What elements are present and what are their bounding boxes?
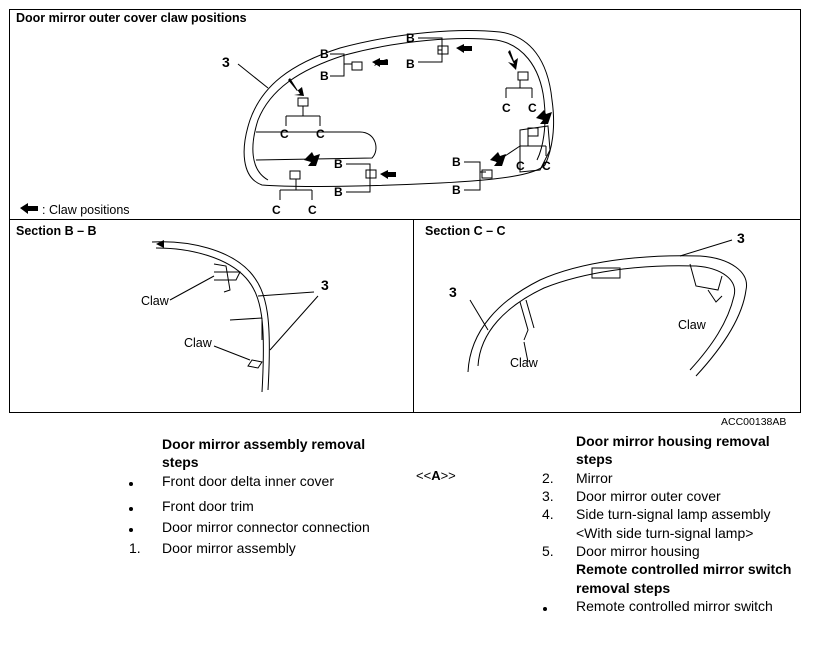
- left-heading-line1: Door mirror assembly removal: [162, 436, 366, 452]
- cover-cutout: [255, 131, 377, 161]
- label-c-1: C: [280, 127, 289, 141]
- claw-arrow-icon: [20, 203, 38, 214]
- figure-frame: [9, 9, 801, 413]
- label-c-3: C: [502, 101, 511, 115]
- center-mark-letter: A: [431, 468, 441, 483]
- right-number-4: 4.: [542, 506, 554, 522]
- right-item-4-note: <With side turn-signal lamp>: [576, 525, 754, 541]
- right-number-5: 5.: [542, 543, 554, 559]
- section-bb-title: Section B – B: [16, 224, 97, 238]
- right-bullet-1: [543, 607, 547, 611]
- section-cc-callout-right: 3: [737, 230, 745, 246]
- section-bb-claw-2: Claw: [184, 336, 212, 350]
- center-mark-prefix: <<: [416, 468, 432, 483]
- label-b-8: B: [452, 183, 461, 197]
- label-b-3: B: [406, 31, 415, 45]
- label-b-1: B: [320, 47, 329, 61]
- left-item-1: Front door delta inner cover: [162, 473, 334, 489]
- section-cc-callout-left: 3: [449, 284, 457, 300]
- left-item-2: Front door trim: [162, 498, 254, 514]
- section-cc-drawing: [467, 239, 747, 377]
- legend-text: : Claw positions: [42, 203, 130, 217]
- figure-divider-h: [9, 219, 801, 220]
- section-cc-claw-right: Claw: [678, 318, 706, 332]
- center-mark-suffix: >>: [440, 468, 456, 483]
- section-bb-drawing: [151, 241, 319, 393]
- left-bullet-1: [129, 482, 133, 486]
- label-c-6: C: [542, 159, 551, 173]
- section-cc-claw-left: Claw: [510, 356, 538, 370]
- label-b-4: B: [406, 57, 415, 71]
- left-item-3: Door mirror connector connection: [162, 519, 370, 535]
- top-callout-3: 3: [222, 54, 230, 70]
- right-heading1-line2: steps: [576, 451, 613, 467]
- label-b-7: B: [452, 155, 461, 169]
- label-c-8: C: [308, 203, 317, 217]
- section-cc-title: Section C – C: [425, 224, 506, 238]
- right-number-3: 3.: [542, 488, 554, 504]
- right-number-2: 2.: [542, 470, 554, 486]
- right-item-4: Side turn-signal lamp assembly: [576, 506, 771, 522]
- right-heading2-line1: Remote controlled mirror switch: [576, 561, 792, 577]
- right-heading1-line1: Door mirror housing removal: [576, 433, 770, 449]
- right-item-3: Door mirror outer cover: [576, 488, 721, 504]
- label-b-2: B: [320, 69, 329, 83]
- center-mark: <<A>>: [416, 468, 456, 483]
- label-c-5: C: [516, 159, 525, 173]
- cover-outline: [243, 30, 555, 187]
- right-item-5: Door mirror housing: [576, 543, 700, 559]
- left-number-4: 1.: [129, 540, 141, 556]
- figure-divider-v: [413, 219, 414, 413]
- left-bullet-2: [129, 507, 133, 511]
- right-item-switch: Remote controlled mirror switch: [576, 598, 773, 614]
- left-bullet-3: [129, 528, 133, 532]
- left-item-4: Door mirror assembly: [162, 540, 296, 556]
- label-c-7: C: [272, 203, 281, 217]
- label-c-4: C: [528, 101, 537, 115]
- right-heading2-line2: removal steps: [576, 580, 671, 596]
- section-bb-claw-1: Claw: [141, 294, 169, 308]
- top-panel-title: Door mirror outer cover claw positions: [16, 11, 247, 25]
- left-heading-line2: steps: [162, 454, 199, 470]
- label-c-2: C: [316, 127, 325, 141]
- right-item-2: Mirror: [576, 470, 613, 486]
- label-b-5: B: [334, 157, 343, 171]
- label-b-6: B: [334, 185, 343, 199]
- section-bb-callout-3: 3: [321, 277, 329, 293]
- figure-code: ACC00138AB: [721, 416, 787, 428]
